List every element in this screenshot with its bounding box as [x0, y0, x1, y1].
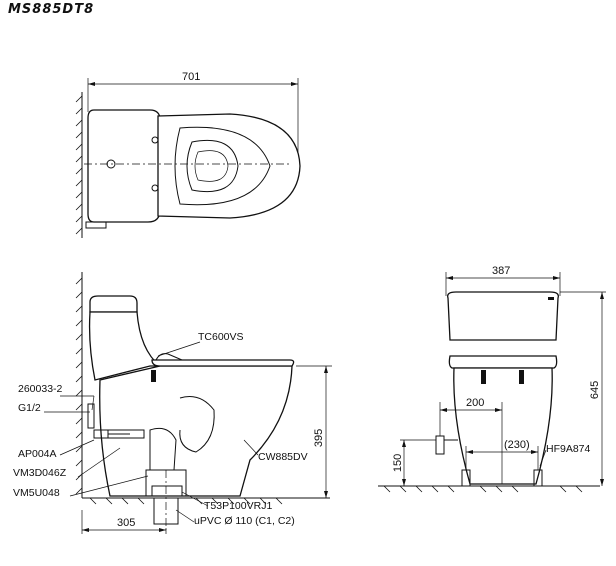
label-thread: G1/2	[18, 402, 41, 414]
front-view: 387 645	[378, 265, 606, 493]
dimension-front-offset: 200	[466, 397, 484, 409]
dimension-front-height: 645	[589, 381, 601, 399]
label-part-b: VM5U048	[13, 487, 60, 499]
label-fitting: HF9A874	[546, 443, 591, 455]
side-view: 395 305 TC600VS 260033-2 G1/2 AP004A VM3…	[13, 272, 332, 534]
dimension-side-height: 395	[313, 429, 325, 447]
label-flange: T53P100VRJ1	[204, 500, 272, 512]
dimension-front-supply: 150	[392, 454, 404, 472]
dimension-top-width: 701	[182, 71, 200, 83]
label-valve: 260033-2	[18, 383, 63, 395]
label-seat: TC600VS	[198, 331, 244, 343]
dimension-front-inner: (230)	[504, 439, 530, 451]
model-title: MS885DT8	[8, 2, 95, 17]
top-view: 701	[75, 71, 301, 238]
dimension-side-rough-in: 305	[117, 517, 135, 529]
label-part-a: VM3D046Z	[13, 467, 67, 479]
label-drain-pipe: uPVC Ø 110 (C1, C2)	[194, 515, 295, 527]
label-bowl: CW885DV	[258, 451, 308, 463]
dimension-front-width: 387	[492, 265, 510, 277]
label-supply-hose: AP004A	[18, 448, 57, 460]
